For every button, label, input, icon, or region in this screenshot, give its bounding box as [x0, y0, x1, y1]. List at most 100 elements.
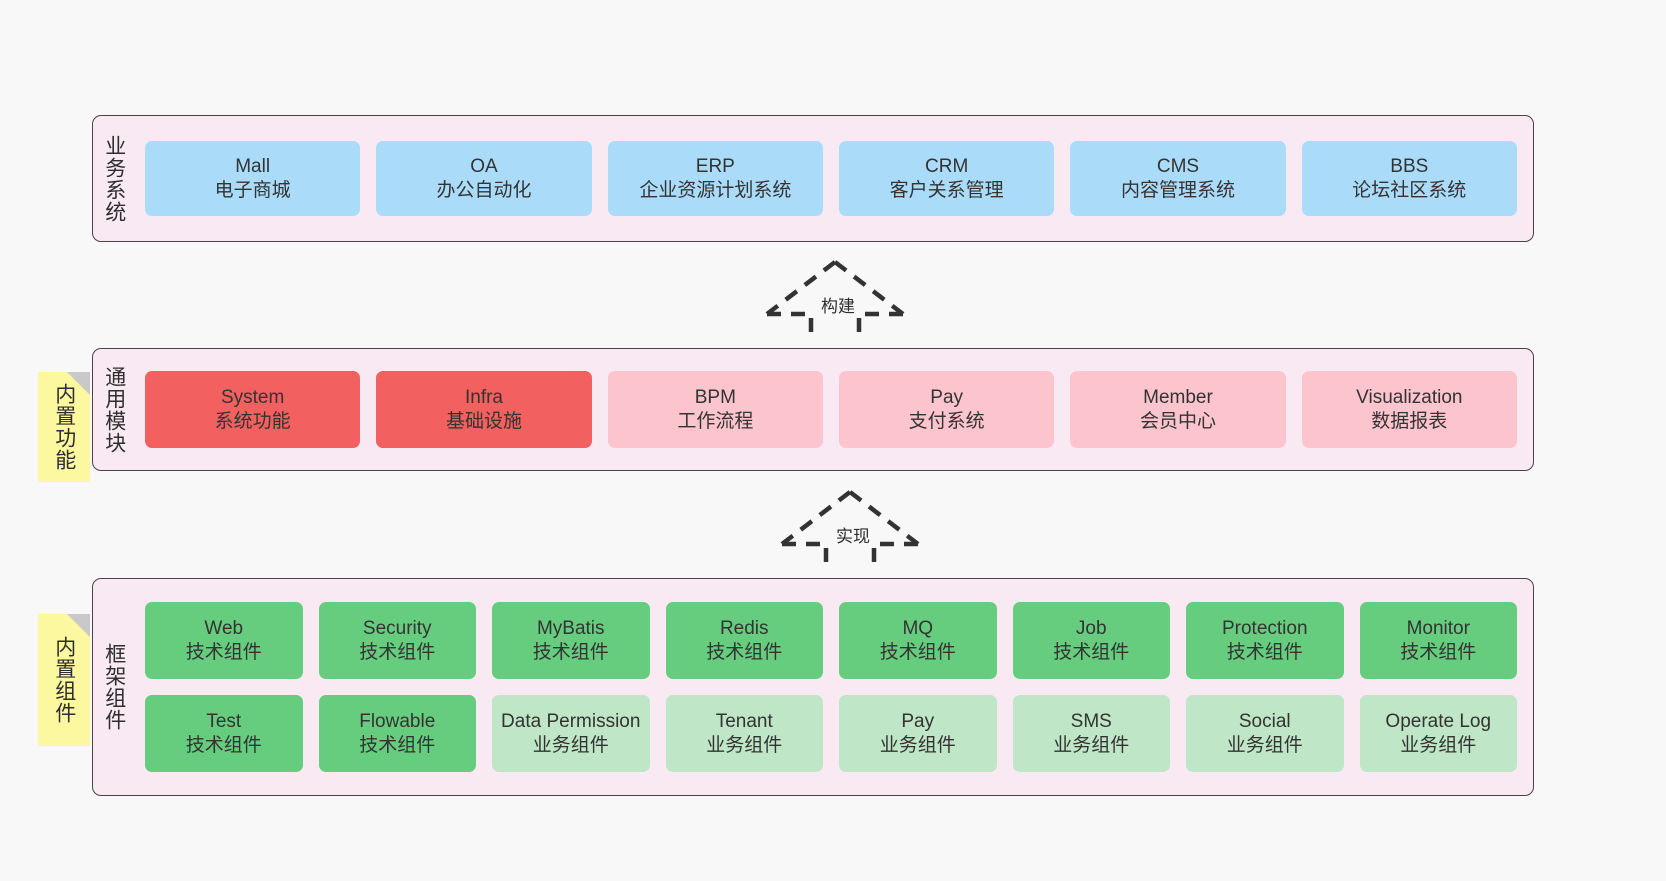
module-name: System	[220, 387, 285, 409]
layer-title-business: 业务系统	[102, 134, 126, 223]
module-name: Job	[1075, 618, 1107, 640]
module-card-protection[interactable]: Protection 技术组件	[1186, 602, 1344, 679]
module-name: BBS	[1390, 156, 1429, 178]
layer-title-framework: 框架组件	[102, 643, 126, 731]
module-name: Flowable	[359, 711, 436, 733]
module-desc: 技术组件	[879, 641, 956, 663]
module-card-mybatis[interactable]: MyBatis 技术组件	[492, 602, 650, 679]
module-desc: 业务组件	[706, 734, 783, 756]
note-fold-corner-icon	[67, 614, 90, 637]
module-card-data-permission[interactable]: Data Permission 业务组件	[492, 695, 650, 772]
module-card-member[interactable]: Member 会员中心	[1070, 371, 1286, 448]
layer-body-framework: Web 技术组件 Security 技术组件 MyBatis 技术组件 Redi…	[135, 579, 1533, 795]
module-desc: 技术组件	[1226, 641, 1303, 663]
module-desc: 工作流程	[677, 410, 754, 432]
layer-body-business: Mall 电子商城 OA 办公自动化 ERP 企业资源计划系统 CRM 客户关系…	[135, 116, 1533, 241]
module-desc: 技术组件	[706, 641, 783, 663]
module-name: Member	[1143, 387, 1213, 409]
module-desc: 技术组件	[359, 641, 436, 663]
module-card-bbs[interactable]: BBS 论坛社区系统	[1301, 141, 1517, 216]
layer-body-common: System 系统功能 Infra 基础设施 BPM 工作流程 Pay 支付系统…	[135, 349, 1533, 470]
module-name: ERP	[695, 156, 735, 178]
module-desc: 企业资源计划系统	[639, 179, 792, 201]
note-label: 内置功能	[52, 383, 76, 471]
module-name: Redis	[719, 618, 769, 640]
module-card-system[interactable]: System 系统功能	[145, 371, 361, 448]
module-card-flowable[interactable]: Flowable 技术组件	[318, 695, 476, 772]
module-card-job[interactable]: Job 技术组件	[1012, 602, 1170, 679]
module-desc: 数据报表	[1371, 410, 1448, 432]
module-name: Operate Log	[1385, 711, 1492, 733]
module-name: MQ	[902, 618, 934, 640]
module-card-pay-business[interactable]: Pay 业务组件	[839, 695, 997, 772]
note-builtin-component: 内置组件	[38, 614, 90, 746]
module-card-operate-log[interactable]: Operate Log 业务组件	[1359, 695, 1517, 772]
module-desc: 内容管理系统	[1120, 179, 1235, 201]
module-desc: 业务组件	[1053, 734, 1130, 756]
arrow-build-label: 构建	[821, 297, 855, 316]
common-row: System 系统功能 Infra 基础设施 BPM 工作流程 Pay 支付系统…	[145, 371, 1517, 448]
module-name: Visualization	[1356, 387, 1463, 409]
module-name: CRM	[925, 156, 969, 178]
module-name: Data Permission	[501, 711, 641, 733]
module-desc: 客户关系管理	[889, 179, 1004, 201]
module-card-web[interactable]: Web 技术组件	[145, 602, 303, 679]
module-desc: 业务组件	[1226, 734, 1303, 756]
module-desc: 业务组件	[879, 734, 956, 756]
module-name: OA	[470, 156, 498, 178]
module-card-mall[interactable]: Mall 电子商城	[145, 141, 361, 216]
module-desc: 技术组件	[532, 641, 609, 663]
module-card-cms[interactable]: CMS 内容管理系统	[1070, 141, 1286, 216]
module-desc: 电子商城	[214, 179, 291, 201]
module-card-erp[interactable]: ERP 企业资源计划系统	[607, 141, 823, 216]
module-card-redis[interactable]: Redis 技术组件	[665, 602, 823, 679]
module-desc: 技术组件	[1400, 641, 1477, 663]
module-desc: 业务组件	[1400, 734, 1477, 756]
framework-row-business: Test 技术组件 Flowable 技术组件 Data Permission …	[145, 695, 1517, 772]
module-card-test[interactable]: Test 技术组件	[145, 695, 303, 772]
module-card-infra[interactable]: Infra 基础设施	[376, 371, 592, 448]
module-desc: 技术组件	[185, 734, 262, 756]
module-name: Infra	[464, 387, 503, 409]
module-card-pay[interactable]: Pay 支付系统	[838, 371, 1055, 448]
module-desc: 基础设施	[445, 410, 522, 432]
module-desc: 业务组件	[532, 734, 609, 756]
module-card-sms[interactable]: SMS 业务组件	[1012, 695, 1170, 772]
arrow-implement-label: 实现	[836, 527, 870, 546]
module-name: Tenant	[715, 711, 773, 733]
layer-title-common: 通用模块	[102, 365, 126, 454]
module-name: Pay	[901, 711, 935, 733]
module-name: Monitor	[1406, 618, 1470, 640]
note-builtin-function: 内置功能	[38, 372, 90, 482]
module-name: BPM	[694, 387, 736, 409]
module-card-crm[interactable]: CRM 客户关系管理	[838, 141, 1055, 216]
module-name: SMS	[1070, 711, 1112, 733]
module-card-social[interactable]: Social 业务组件	[1186, 695, 1344, 772]
framework-row-technical: Web 技术组件 Security 技术组件 MyBatis 技术组件 Redi…	[145, 602, 1517, 679]
module-name: CMS	[1156, 156, 1200, 178]
arrow-build: 构建	[755, 258, 915, 342]
module-name: Social	[1238, 711, 1291, 733]
business-row: Mall 电子商城 OA 办公自动化 ERP 企业资源计划系统 CRM 客户关系…	[145, 141, 1517, 216]
arrow-implement: 实现	[770, 488, 930, 572]
module-name: Mall	[235, 156, 271, 178]
module-card-monitor[interactable]: Monitor 技术组件	[1359, 602, 1517, 679]
module-card-tenant[interactable]: Tenant 业务组件	[665, 695, 823, 772]
module-name: Security	[362, 618, 432, 640]
module-desc: 论坛社区系统	[1352, 179, 1467, 201]
note-fold-corner-icon	[67, 372, 90, 395]
module-card-security[interactable]: Security 技术组件	[318, 602, 476, 679]
note-label: 内置组件	[52, 636, 76, 724]
module-name: Pay	[930, 387, 964, 409]
module-card-mq[interactable]: MQ 技术组件	[839, 602, 997, 679]
module-name: Test	[206, 711, 242, 733]
module-desc: 办公自动化	[436, 179, 532, 201]
module-name: Protection	[1221, 618, 1308, 640]
layer-common-modules: 通用模块 System 系统功能 Infra 基础设施 BPM 工作流程 Pay…	[92, 348, 1534, 471]
module-card-oa[interactable]: OA 办公自动化	[376, 141, 592, 216]
module-desc: 技术组件	[359, 734, 436, 756]
module-card-bpm[interactable]: BPM 工作流程	[607, 371, 823, 448]
module-desc: 技术组件	[1053, 641, 1130, 663]
module-card-visualization[interactable]: Visualization 数据报表	[1301, 371, 1517, 448]
